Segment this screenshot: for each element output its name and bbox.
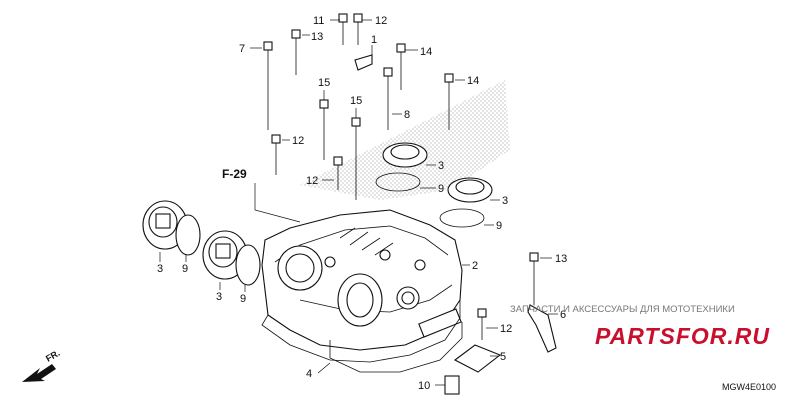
gasket-outline — [329, 322, 463, 373]
callout-5: 5 — [500, 351, 506, 363]
cap-upper-2 — [439, 177, 493, 228]
callout-12-bottom: 12 — [500, 323, 512, 335]
callout-1: 1 — [371, 34, 377, 46]
bolts — [263, 13, 539, 340]
callout-9-center: 9 — [240, 293, 246, 305]
diagram-code: MGW4E0100 — [722, 382, 776, 392]
dowel-pin — [444, 375, 460, 395]
front-label: FR. — [44, 348, 62, 364]
callout-11: 11 — [313, 15, 324, 27]
callout-15-center: 15 — [350, 95, 362, 107]
f29-leader — [254, 183, 301, 223]
callout-6: 6 — [560, 309, 566, 321]
cylinder-head-cover — [261, 209, 463, 363]
callout-3-left: 3 — [157, 263, 163, 275]
callout-7: 7 — [239, 43, 245, 55]
callout-12-top: 12 — [375, 15, 387, 27]
leader-lines — [159, 19, 558, 386]
plate — [453, 344, 502, 373]
callout-3-center: 3 — [216, 291, 222, 303]
callout-12-mid: 12 — [306, 175, 318, 187]
watermark-caption: ЗАПЧАСТИ И АКСЕССУАРЫ ДЛЯ МОТОТЕХНИКИ — [510, 304, 735, 315]
callout-12-left: 12 — [292, 135, 304, 147]
callout-9-left: 9 — [182, 263, 188, 275]
front-arrow: FR. — [22, 348, 62, 382]
breather-tube — [527, 304, 557, 353]
cap-upper-1 — [375, 142, 428, 192]
callout-3-right: 3 — [502, 195, 508, 207]
callout-13-top: 13 — [311, 31, 323, 43]
cap-center — [202, 230, 261, 286]
ref-section-label: F-29 — [222, 167, 247, 181]
callout-8: 8 — [404, 109, 410, 121]
callout-10: 10 — [418, 380, 430, 392]
watermark-logo: PARTSFOR.RU — [595, 323, 770, 349]
cap-left — [142, 200, 201, 256]
callout-13-right: 13 — [555, 253, 567, 265]
callout-3-upper: 3 — [438, 160, 444, 172]
callout-15-left: 15 — [318, 77, 330, 89]
bracket — [354, 54, 373, 71]
callout-9-upper: 9 — [438, 183, 444, 195]
callout-9-right: 9 — [496, 220, 502, 232]
callout-14-right: 14 — [467, 75, 479, 87]
shading-area — [300, 80, 510, 200]
callout-14-top: 14 — [420, 46, 432, 58]
callout-2: 2 — [472, 260, 478, 272]
callout-4: 4 — [306, 368, 312, 380]
